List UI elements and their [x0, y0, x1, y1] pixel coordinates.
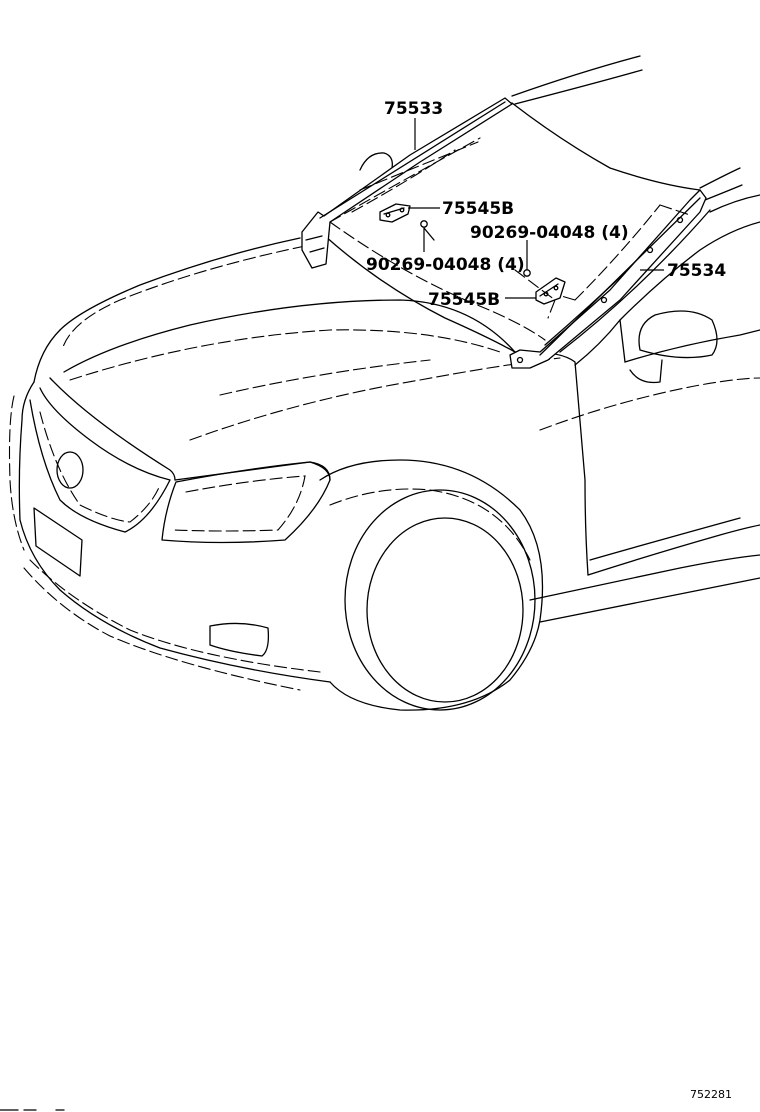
figure-code: 752281 [690, 1088, 732, 1101]
guide-dash-75533-b [351, 149, 456, 213]
screw-lower [523, 269, 531, 277]
label-75545b-upper: 75545B [442, 199, 514, 219]
label-75533: 75533 [384, 99, 443, 119]
guide-dash-clip-upper [359, 141, 479, 191]
car-body-outline [8, 55, 760, 711]
clip-75545b-lower [535, 277, 566, 305]
guide-dash-75534 [574, 204, 661, 301]
label-90269-upper: 90269-04048 (4) [470, 223, 629, 243]
guide-dash-75534-b [659, 204, 691, 216]
screw-upper [420, 220, 435, 241]
label-75534: 75534 [667, 261, 726, 281]
clip-75545b-upper [379, 203, 411, 223]
leader-lines [408, 118, 664, 299]
guide-dash-clip-lower [514, 269, 556, 319]
part-75533-molding [301, 97, 513, 269]
part-75534-molding [509, 189, 707, 369]
label-90269-lower: 90269-04048 (4) [366, 255, 525, 275]
label-75545b-lower: 75545B [428, 290, 500, 310]
guide-dash-75533 [329, 137, 481, 223]
